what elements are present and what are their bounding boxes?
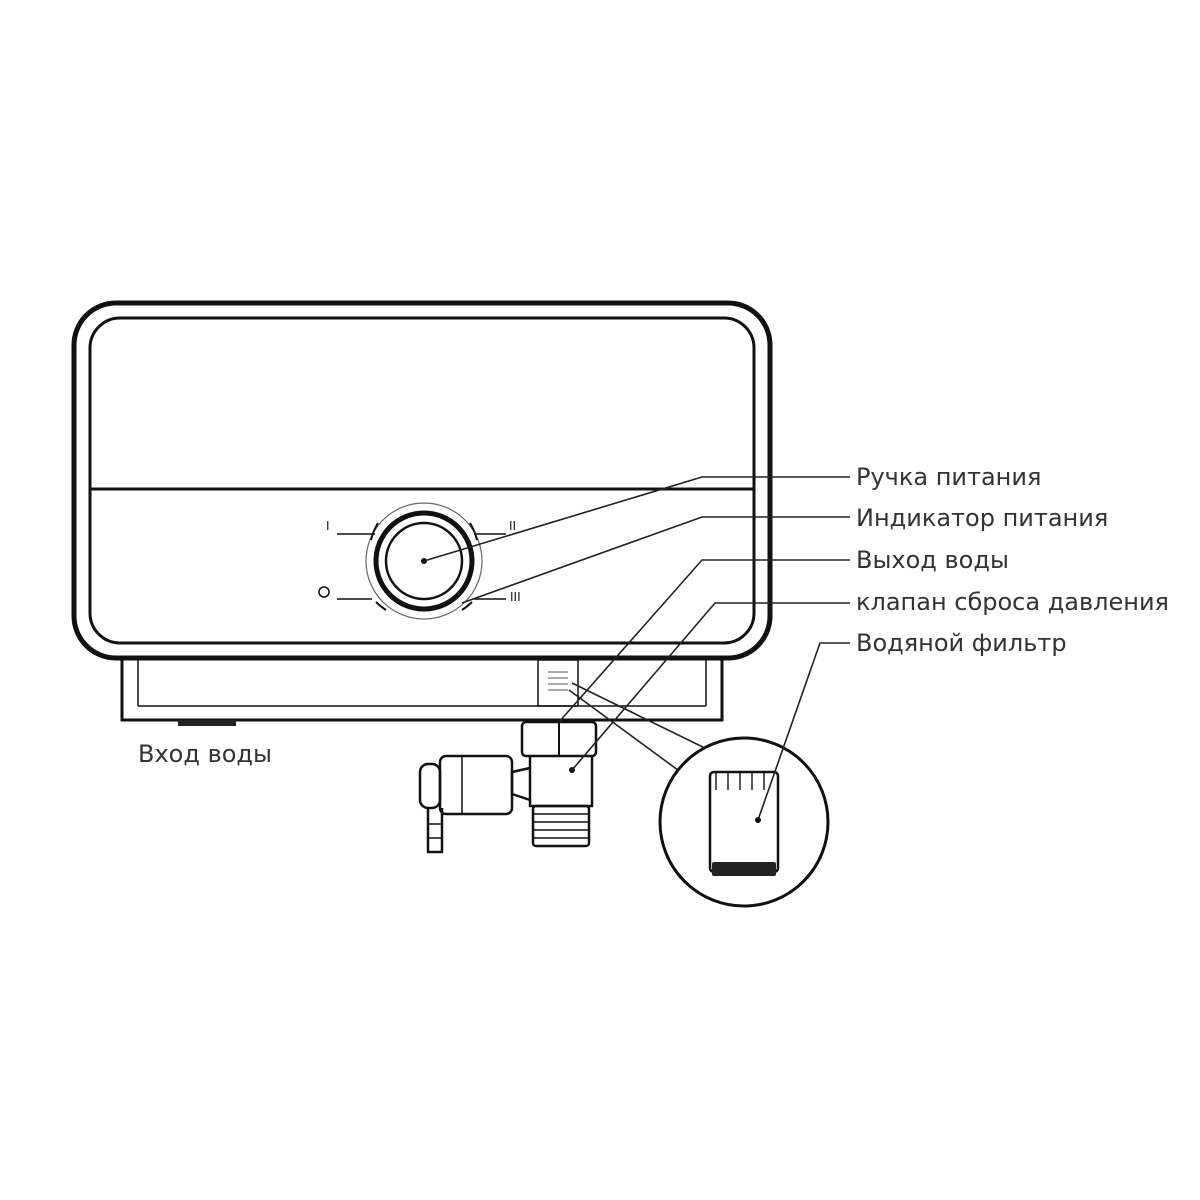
callout-labels: Ручка питания Индикатор питания Выход во… (138, 463, 1169, 768)
filter-window (537, 659, 579, 707)
label-power-knob: Ручка питания (856, 463, 1041, 491)
dial-mark-2: II (509, 519, 516, 533)
heater-base (120, 658, 724, 726)
power-knob[interactable] (365, 502, 483, 620)
dial-mark-3: III (510, 590, 521, 604)
leader-power-knob (423, 476, 850, 562)
label-water-filter: Водяной фильтр (856, 629, 1067, 657)
water-filter-detail (568, 682, 830, 908)
leader-water-filter (757, 642, 850, 821)
leader-lines (423, 476, 850, 821)
dial-mark-group: I II III (326, 519, 521, 604)
leader-water-outlet (558, 559, 850, 723)
heater-body (71, 300, 773, 661)
dial-mark-1: I (326, 519, 330, 533)
leader-pressure-relief-valve (571, 602, 850, 771)
label-power-indicator: Индикатор питания (856, 504, 1108, 532)
leader-power-indicator (461, 516, 850, 604)
label-water-outlet: Выход воды (856, 546, 1009, 574)
label-water-inlet: Вход воды (138, 740, 272, 768)
pressure-relief-valve (418, 720, 598, 854)
label-pressure-relief-valve: клапан сброса давления (856, 588, 1169, 616)
power-indicator-lamp (318, 586, 330, 598)
